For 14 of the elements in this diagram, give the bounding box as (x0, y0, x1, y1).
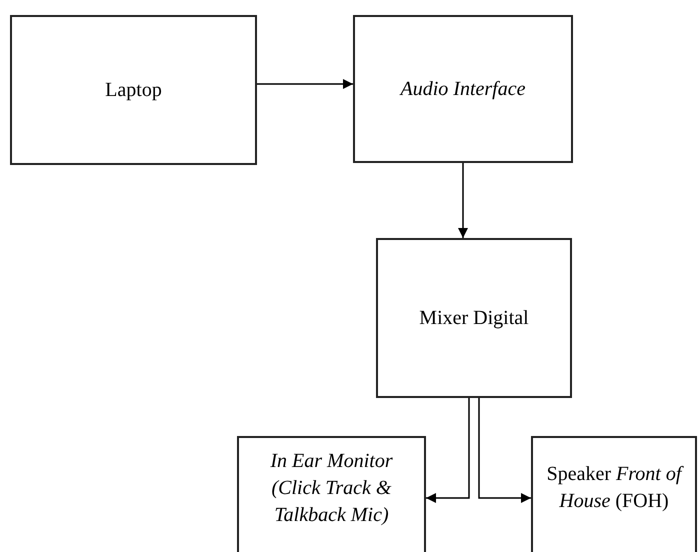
box-label: In Ear Monitor (Click Track & Talkback Mic) (269, 448, 394, 528)
process-box (531, 436, 697, 552)
process-box (376, 238, 572, 398)
process-box (353, 15, 573, 163)
arrow (426, 398, 470, 503)
arrow (478, 398, 531, 503)
box-label: Audio Interface (400, 76, 526, 102)
process-box (10, 15, 257, 165)
arrow (458, 163, 468, 238)
arrow (257, 79, 353, 89)
box-label: Speaker Front of House (FOH) (541, 461, 687, 515)
process-box (237, 436, 426, 552)
box-label: Laptop (105, 78, 162, 102)
box-label: Mixer Digital (419, 306, 529, 330)
